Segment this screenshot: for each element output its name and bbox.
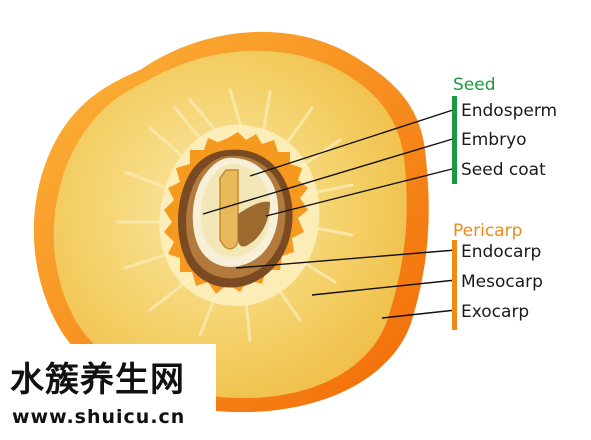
watermark: 水簇养生网 www.shuicu.cn bbox=[0, 344, 216, 440]
label-endosperm: Endosperm bbox=[461, 101, 557, 121]
label-exocarp: Exocarp bbox=[461, 302, 529, 322]
leader-endocarp bbox=[235, 249, 457, 269]
label-endocarp: Endocarp bbox=[461, 242, 541, 262]
pericarp-group-heading: Pericarp bbox=[453, 221, 522, 241]
leader-exocarp bbox=[381, 309, 457, 319]
label-seed-coat: Seed coat bbox=[461, 160, 546, 180]
label-mesocarp: Mesocarp bbox=[461, 272, 543, 292]
leader-lines bbox=[202, 108, 457, 319]
watermark-url: www.shuicu.cn bbox=[12, 406, 186, 428]
label-embryo: Embryo bbox=[461, 130, 527, 150]
leader-seed-coat bbox=[265, 167, 457, 217]
pericarp-group-bar bbox=[452, 240, 457, 330]
embryo-radicle bbox=[238, 201, 270, 247]
seed-group-heading: Seed bbox=[453, 75, 496, 95]
leader-embryo bbox=[202, 137, 457, 215]
seed-group-bar bbox=[452, 96, 457, 184]
leader-endosperm bbox=[249, 108, 457, 177]
watermark-title: 水簇养生网 bbox=[10, 360, 185, 400]
leader-mesocarp bbox=[311, 279, 457, 296]
embryo-shape bbox=[219, 169, 239, 250]
